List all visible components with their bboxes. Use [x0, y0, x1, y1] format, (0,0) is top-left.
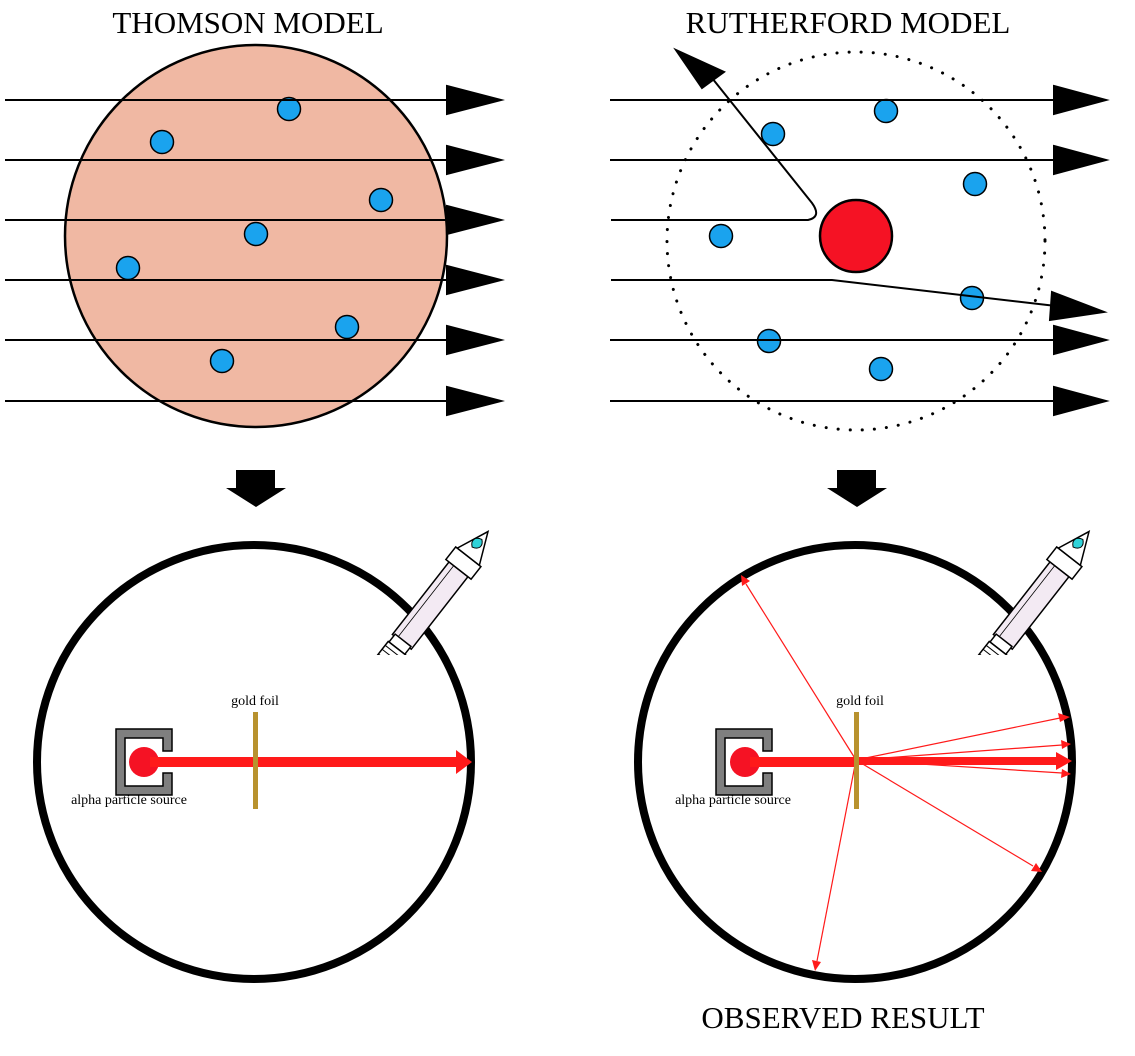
- rutherford-alpha-paths: [610, 47, 1110, 417]
- gold-foil: [253, 712, 258, 809]
- alpha-path-arrow: [610, 324, 1110, 356]
- alpha-beam-arrowhead: [456, 750, 472, 774]
- alpha-beam-main: [856, 757, 1056, 765]
- source-housing: [115, 728, 173, 796]
- electron: [868, 356, 894, 382]
- observed-result-label: OBSERVED RESULT: [701, 1000, 984, 1035]
- electron: [276, 96, 302, 122]
- scatter-arrow: [855, 759, 1042, 872]
- rutherford-atom-boundary: [665, 50, 1047, 432]
- alpha-path-deflected-slight: [611, 279, 1108, 322]
- alpha-path-deflected-back: [611, 47, 818, 221]
- electron: [962, 171, 988, 197]
- gold-foil: [854, 712, 859, 809]
- alpha-path-arrow: [5, 144, 505, 176]
- rutherford-electrons: [708, 98, 988, 382]
- scattered-paths: [741, 575, 1072, 971]
- rutherford-observed: gold foil alpha particle source: [634, 520, 1103, 983]
- thomson-alpha-paths: [5, 84, 505, 417]
- alpha-path-arrow: [5, 84, 505, 116]
- electron: [115, 255, 141, 281]
- scatter-arrow: [812, 759, 857, 971]
- nucleus: [818, 198, 894, 274]
- source-housing: [715, 728, 773, 796]
- electron: [873, 98, 899, 124]
- alpha-path-arrow: [5, 204, 505, 236]
- alpha-path-arrow: [5, 385, 505, 417]
- source-label: alpha particle source: [71, 793, 187, 808]
- alpha-beam: [150, 757, 456, 767]
- scatter-arrow: [855, 759, 1071, 778]
- electron: [149, 129, 175, 155]
- rutherford-title: RUTHERFORD MODEL: [686, 5, 1011, 40]
- alpha-path-arrow: [610, 144, 1110, 176]
- thomson-electrons: [115, 96, 394, 374]
- scatter-arrow: [855, 713, 1070, 761]
- alpha-path-arrow: [610, 385, 1110, 417]
- electron: [368, 187, 394, 213]
- electron: [243, 221, 269, 247]
- gold-foil-label: gold foil: [836, 694, 884, 709]
- electron: [209, 348, 235, 374]
- alpha-source: [730, 747, 760, 777]
- scatter-arrow: [741, 575, 857, 761]
- down-arrow-icon: [226, 470, 286, 507]
- alpha-beam: [750, 757, 856, 767]
- thomson-model: [5, 43, 505, 429]
- electron: [760, 121, 786, 147]
- source-label: alpha particle source: [675, 793, 791, 808]
- alpha-source: [129, 747, 159, 777]
- down-arrow-icon: [827, 470, 887, 507]
- scatter-arrow: [855, 740, 1071, 761]
- alpha-beam-arrowhead: [1056, 752, 1072, 770]
- electron: [708, 223, 734, 249]
- rutherford-model: [610, 47, 1110, 432]
- thomson-prediction: gold foil alpha particle source: [33, 520, 502, 983]
- alpha-path-arrow: [5, 324, 505, 356]
- gold-foil-label: gold foil: [231, 694, 279, 709]
- electron: [334, 314, 360, 340]
- thomson-title: THOMSON MODEL: [112, 5, 383, 40]
- alpha-path-arrow: [5, 264, 505, 296]
- alpha-path-arrow: [610, 84, 1110, 116]
